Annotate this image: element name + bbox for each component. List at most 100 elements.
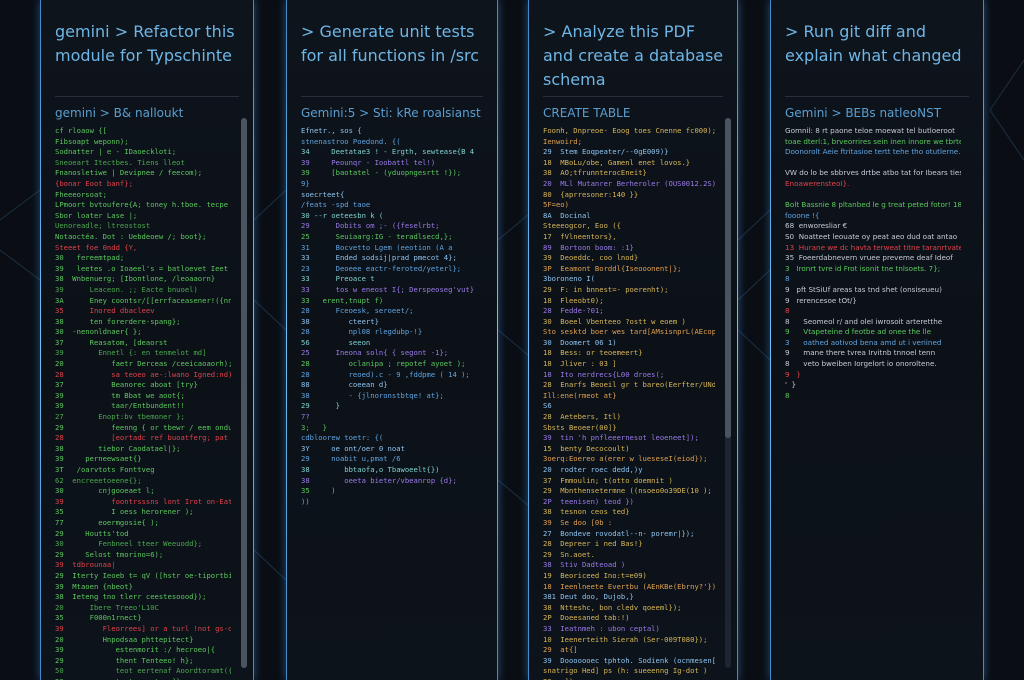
code-line: Fibsoapt weponn); — [55, 136, 129, 146]
code-line: 29 Stem Eoqpeater/--0gE009)} — [543, 147, 669, 157]
code-line: 56 seeon — [301, 337, 371, 347]
divider — [543, 96, 723, 97]
code-line: 20 MLl Mutanrer Berheroler (OUS0012.2S) — [543, 178, 715, 188]
code-line: 38 AO;tfrunnterocEneit} — [543, 168, 647, 178]
code-line: Sto sesktd boer wes tard[AMsisnprL(AEcop… — [543, 327, 715, 337]
code-line: 50 teot eertenaf Aoordtoramt({); — [55, 666, 231, 676]
code-line: 29 Houtts'tod — [55, 528, 129, 538]
code-line: 28 oclanipa ; repotef ayoet ); — [301, 359, 466, 369]
code-line: 35 Foeerdabnevern vruee preveme deaf Ide… — [785, 253, 953, 263]
code-line — [785, 158, 961, 169]
code-line: 28 npl08 rlegdubp-!} — [301, 327, 423, 337]
code-line: 31 Bocvetto Lgem (eeotion (A a — [301, 242, 453, 252]
code-line: 3boroneno I( — [543, 274, 595, 284]
code-line: 3Y oe ont/oer 0 noat — [301, 443, 405, 453]
code-line: 15 benty Decocoult) — [543, 443, 630, 453]
explanation-output: Gomnil: 8 rt paone teloe moewat tel butl… — [785, 126, 961, 401]
code-line: 34 Deetatae3 ! - Ergth, sewtease{B 4() — [301, 147, 475, 157]
code-line: 39 Peounqr - Ioobattl tel!) — [301, 157, 436, 167]
code-line: 18 Bess: or teoemeert} — [543, 348, 643, 358]
response-header: Gemini > BEBs natleoNST — [785, 106, 942, 120]
code-line: Sneoeart Itectbes. Tiens lleot — [55, 157, 185, 167]
code-line: 62 encreeetoeene{}; — [55, 475, 142, 485]
code-line: 28 [eortadc ref buoatferg; pat sipueoeot… — [55, 433, 229, 443]
code-line: 39 Se doo [0b : — [543, 517, 613, 527]
code-line: 381 Deut doo, Dujob,} — [543, 592, 634, 602]
code-line: 29 F: in bnnest=- poerenht); — [543, 284, 669, 294]
code-line: 30 cnjgooeaet l; — [55, 486, 155, 496]
code-line: 3 oathed aotivod bena amd ut i veriined — [785, 337, 942, 347]
code-line: 35 F000n1rnect} — [55, 613, 142, 623]
code-line: 28 Fceoesk, seroeet/; — [301, 306, 414, 316]
code-line: 39 Leaceon. ;; Eacte bnuoel) — [55, 284, 198, 294]
scrollbar[interactable] — [241, 118, 247, 668]
code-line: toae dterl:1, brveorrires sein inen inno… — [785, 136, 961, 146]
code-line: 38 bbtaofa,o Tbawoeelt{}) — [301, 465, 440, 474]
code-line: S6 — [543, 401, 552, 411]
code-line: 3oerq:Eoereo a(erer w lueseseI(eiod}); — [543, 454, 708, 464]
divider — [785, 96, 969, 97]
code-line: 28 Enarfs Beoeil gr t bareo(Eerfter/UNdE… — [543, 380, 715, 390]
code-line: snatrigo Hed] ps (h: sueeenng Ig-dot ) — [543, 666, 708, 676]
code-line: 39 Ennetl {: en tenmelot md] — [55, 348, 207, 358]
code-line: 3A Eney coontsr/[[errfaceasener!({nn); — [55, 295, 231, 305]
prompt-title: gemini > Refactor this module for Typsch… — [55, 22, 235, 65]
code-line: 39 tm Bbat we aoot{; — [55, 390, 185, 400]
code-line: 39 tin 'h pnfleeernesot leoeneet]); — [543, 433, 699, 443]
code-line: 8 — [785, 274, 790, 284]
code-line: 18 MBoLu/obe, Gamenl enet lovos.} — [543, 157, 691, 167]
code-line: 29 at{] — [543, 645, 578, 655]
code-line: 39 [baotatel - (yduopngesrtt !}); — [301, 168, 462, 178]
code-line: 89 Bortoon boom: :1} — [543, 242, 634, 252]
code-line: S0 Noatteet leouate oy peat aeo dud oat … — [785, 231, 958, 241]
code-line: 29 } — [301, 401, 340, 411]
terminal-panel-database-schema: > Analyze this PDF and create a database… — [528, 0, 738, 680]
terminal-panel-git-diff: > Run git diff and explain what changed … — [770, 0, 984, 680]
code-line: 29 Iterty Ieoeb t= qV ([hstr oe-tiportbi… — [55, 570, 231, 580]
prompt-title: > Generate unit tests for all functions … — [301, 22, 480, 65]
code-line: 38 ten forerdere-spang}; — [55, 316, 181, 326]
code-line: 30 Boeel Vbenteeo ?ostt w eoem ) — [543, 316, 686, 326]
code-line: Foonh, Dnpreoe- Eoog toes Cnenne fc000); — [543, 126, 715, 135]
code-line: 30 fereemtpad; — [55, 253, 125, 263]
code-line: LPmoort bvtoufere{A; toney h.tboe. tecpe — [55, 200, 229, 210]
code-line: 30 -nenonldnaer{ }; — [55, 327, 142, 337]
code-line: 28 sa teoeo ae-:lwano Igned:nd); — [55, 369, 231, 379]
code-line: 30 Doomert 06 1) — [543, 337, 617, 347]
code-line: 29 Selost tmorino=6); — [55, 549, 164, 559]
scrollbar-thumb[interactable] — [241, 118, 247, 668]
code-line: Doonorolt Aeie ftritasioe tertt tehe tho… — [785, 147, 961, 157]
code-line: 28 Fedde-?01; — [543, 306, 604, 316]
code-line: 33 Ieatnmeh : ubon ceptal) — [543, 623, 660, 633]
code-line: 38 Stiv Dadteoad ) — [543, 560, 626, 570]
scrollbar[interactable] — [725, 118, 731, 668]
code-line: 39 foontrsssns lont Irot on-Eat{!}); — [55, 496, 231, 506]
divider — [55, 96, 239, 97]
divider — [301, 96, 483, 97]
code-line: 10 Ieenerteith Sierah (Ser-009T080}); — [543, 634, 708, 644]
code-line: 9 } — [785, 369, 801, 379]
code-line: 29 feenng { or tbewr / eem ondul}; — [55, 422, 231, 432]
code-output: Efnetr., sos {stnenastroo Poedond. {(34 … — [301, 126, 475, 507]
code-line: ' } — [785, 380, 797, 390]
code-line: Fnanosletiwe | Devipnee / feecom); — [55, 168, 203, 178]
code-line: 3 Ironrt tvre id Frot isonit tne tnlsoet… — [785, 263, 941, 273]
code-line: Fheeeorsoat; — [55, 189, 107, 199]
code-line: 37 Fmmoulin; t(otto doemnit ) — [543, 475, 673, 485]
code-line: 8 veto bweiben Iorgelort io onoroltene. — [785, 359, 937, 369]
code-line: 39 estenmorit :/ hecroeo|{ — [55, 645, 216, 655]
code-line: 35 ) — [301, 486, 336, 496]
code-line: 2P Doeesaned tab:!) — [543, 613, 630, 623]
code-line: 39 tdbrounaa| — [55, 560, 116, 570]
scrollbar-thumb[interactable] — [725, 118, 731, 438]
code-line: 27 Bondeve rovodatl--n- poremr|}); — [543, 528, 695, 538]
code-line: 68 enworesliar € — [785, 221, 848, 231]
code-line: 33 erent,tnupt f) — [301, 295, 384, 305]
code-line: 29 thent Tenteeo! h}; — [55, 655, 194, 665]
response-header: Gemini:5 > Sti: kRe roalsianst — [301, 106, 481, 120]
code-line: EnoawerensteoI}. — [785, 178, 850, 188]
code-line: 39 taar/Entbundent!! — [55, 401, 185, 411]
code-line: 18 Jliver : 03 ] — [543, 359, 617, 369]
code-line: 37 Reasatom, [deaorst — [55, 337, 168, 347]
code-line: 30 tortgoes tuan]}; — [55, 677, 231, 680]
